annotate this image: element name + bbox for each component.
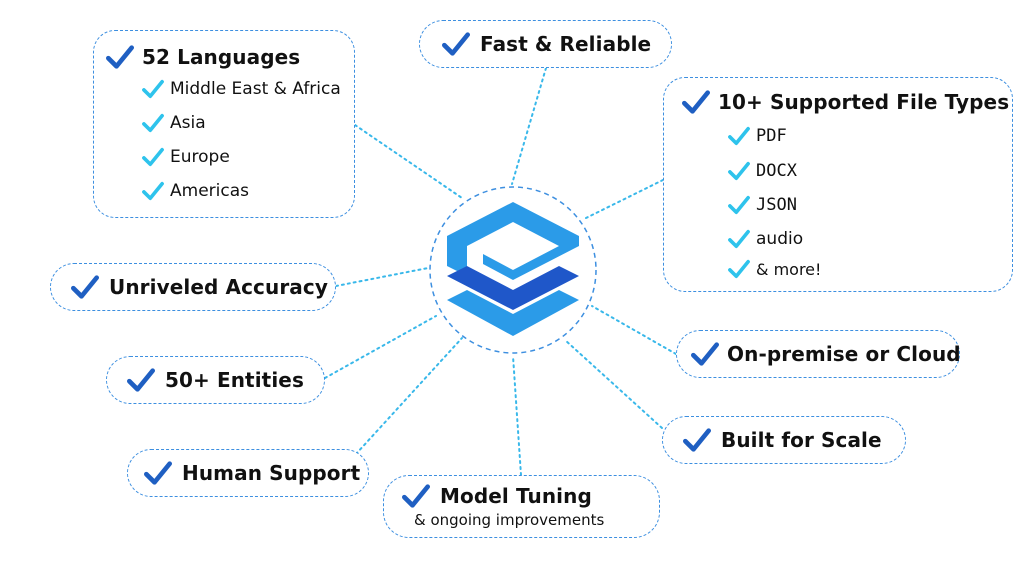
- file-type-item: JSON: [756, 195, 797, 215]
- file-type-item: & more!: [756, 259, 822, 279]
- languages-item: Americas: [170, 181, 249, 201]
- file-types-title: 10+ Supported File Types: [718, 90, 1010, 114]
- hub-logo-icon: [429, 186, 597, 354]
- check-icon: [106, 45, 134, 69]
- tuning-title: Model Tuning: [440, 484, 592, 508]
- connector-support: [355, 337, 463, 455]
- connector-tuning: [512, 355, 522, 476]
- check-icon: [728, 126, 750, 146]
- entities-card: 50+ Entities: [106, 356, 325, 404]
- languages-title: 52 Languages: [142, 45, 301, 69]
- file-type-item: audio: [756, 229, 804, 249]
- check-icon: [142, 147, 164, 167]
- connector-fast: [511, 67, 547, 185]
- accuracy-title: Unriveled Accuracy: [109, 275, 328, 299]
- connector-file-types: [585, 179, 664, 219]
- check-icon: [728, 161, 750, 181]
- check-icon: [402, 484, 430, 508]
- check-icon: [442, 32, 470, 56]
- connector-languages: [354, 124, 463, 199]
- file-types-card: 10+ Supported File Types PDF DOCX JSON a…: [663, 77, 1013, 292]
- check-icon: [683, 428, 711, 452]
- check-icon: [142, 79, 164, 99]
- check-icon: [127, 368, 155, 392]
- connector-deployment: [591, 305, 677, 355]
- accuracy-card: Unriveled Accuracy: [50, 263, 336, 311]
- languages-item: Middle East & Africa: [170, 79, 341, 99]
- check-icon: [142, 113, 164, 133]
- check-icon: [71, 275, 99, 299]
- languages-item: Asia: [170, 113, 206, 133]
- fast-reliable-title: Fast & Reliable: [480, 32, 652, 56]
- check-icon: [728, 195, 750, 215]
- file-type-item: DOCX: [756, 161, 797, 181]
- check-icon: [691, 342, 719, 366]
- support-card: Human Support: [127, 449, 369, 497]
- fast-reliable-card: Fast & Reliable: [419, 20, 672, 68]
- languages-item: Europe: [170, 147, 230, 167]
- check-icon: [728, 229, 750, 249]
- check-icon: [682, 90, 710, 114]
- tuning-subtitle: & ongoing improvements: [414, 511, 605, 529]
- check-icon: [142, 181, 164, 201]
- connector-scale: [564, 339, 663, 429]
- scale-card: Built for Scale: [662, 416, 906, 464]
- connector-accuracy: [335, 267, 429, 287]
- languages-card: 52 Languages Middle East & Africa Asia E…: [93, 30, 355, 218]
- file-type-item: PDF: [756, 126, 787, 146]
- deployment-title: On-premise or Cloud: [727, 342, 961, 366]
- check-icon: [728, 259, 750, 279]
- check-icon: [144, 461, 172, 485]
- entities-title: 50+ Entities: [165, 368, 304, 392]
- deployment-card: On-premise or Cloud: [676, 330, 961, 378]
- tuning-card: Model Tuning & ongoing improvements: [383, 475, 660, 538]
- connector-entities: [324, 315, 437, 379]
- scale-title: Built for Scale: [721, 428, 882, 452]
- support-title: Human Support: [182, 461, 361, 485]
